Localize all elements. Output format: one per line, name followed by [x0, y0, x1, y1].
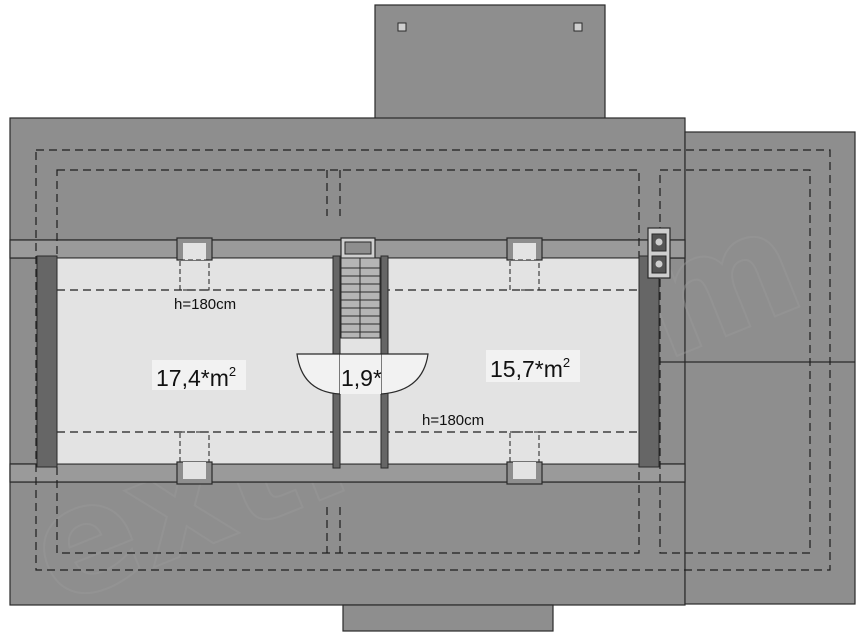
room-labels: 17,4*m2 1,9* 15,7*m2 h=180cm h=180cm	[152, 294, 580, 429]
stair-landing	[296, 353, 429, 395]
roof-window-bottom-left	[176, 431, 213, 485]
wall-left	[36, 255, 58, 468]
roof-window-bottom-right	[506, 431, 543, 485]
roof-garage	[684, 131, 856, 605]
height-note-left: h=180cm	[174, 296, 236, 313]
roof-window-top-right	[506, 237, 543, 291]
area-label-right-room: 15,7*m2	[490, 355, 570, 382]
dormer-vent-right	[573, 22, 583, 32]
dormer-vent-left	[397, 22, 407, 32]
area-label-left-room: 17,4*m2	[156, 364, 236, 391]
roof-window-top-left	[176, 237, 213, 291]
area-label-stair-hall: 1,9*	[341, 365, 382, 391]
height-note-right: h=180cm	[422, 412, 484, 429]
wall-right	[638, 255, 660, 468]
roof-bottom-bump	[342, 604, 554, 632]
roof-windows	[176, 237, 543, 485]
chimney	[647, 227, 671, 279]
